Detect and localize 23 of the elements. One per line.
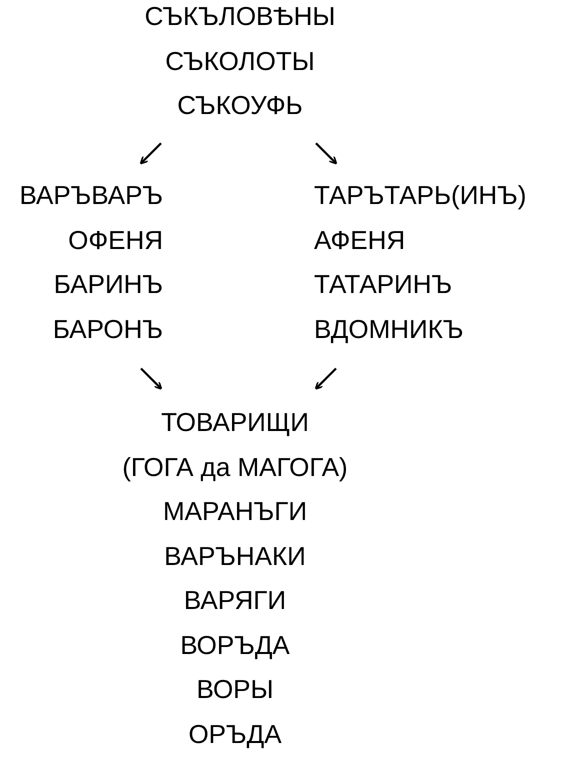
word-text: СЪКОЛОТЫ: [164, 44, 316, 78]
arrow: [315, 142, 338, 165]
word-text: МАРАНЪГИ: [162, 495, 308, 528]
arrow: [314, 368, 337, 390]
word-text: (ГОГА да МАГОГА): [121, 450, 349, 484]
arrow: [140, 142, 162, 165]
word-text: АФЕНЯ: [314, 224, 406, 256]
arrow: [140, 368, 162, 390]
word-text: ТАРЪТАРЬ(ИНЪ): [314, 179, 528, 212]
word-text: ВОРЫ: [195, 673, 275, 706]
word-text: ВАРЪНАКИ: [163, 540, 307, 572]
word-text: БАРОНЪ: [52, 312, 163, 346]
word-text: ВАРЪВАРЪ: [18, 179, 163, 212]
word-text: ТОВАРИЩИ: [160, 406, 310, 439]
word-text: ВДОМНИКЪ: [314, 312, 464, 346]
word-text: ТАТАРИНЪ: [314, 268, 454, 301]
word-text: ВАРЯГИ: [182, 584, 288, 617]
word-text: СЪКЪЛОВѢНЫ: [144, 0, 336, 33]
word-text: ОРЪДА: [187, 718, 283, 750]
word-text: СЪКОУФЬ: [176, 89, 304, 122]
word-text: ВОРЪДА: [179, 628, 291, 662]
word-text: БАРИНЪ: [52, 268, 163, 301]
word-text: ОФЕНЯ: [67, 224, 163, 256]
